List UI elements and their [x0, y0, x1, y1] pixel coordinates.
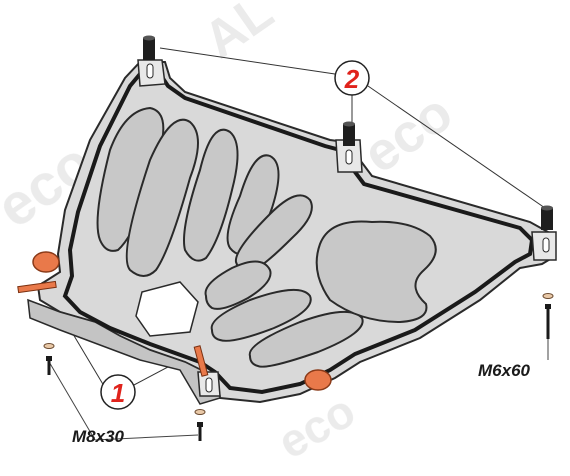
bolt-center-icon: [197, 422, 203, 441]
callout-1: 1: [100, 374, 136, 410]
bolt-right-icon: [545, 304, 551, 339]
washer-center-icon: [194, 409, 206, 415]
svg-text:eco: eco: [352, 82, 463, 185]
callout-1-number: 1: [111, 378, 125, 408]
bolt-left-icon: [46, 356, 52, 375]
callout-2-number: 2: [344, 64, 360, 94]
bolt-size-label-left: M8x30: [72, 427, 125, 446]
washer-left-icon: [43, 343, 55, 349]
bracket-icon: [193, 345, 209, 377]
fasteners: [43, 293, 554, 441]
callout-2-leaders: [159, 47, 546, 209]
spacer-icon: [343, 121, 355, 146]
pad-icon: [304, 369, 332, 391]
skid-plate: [27, 59, 557, 405]
pad-icon: [32, 251, 60, 273]
spacer-icon: [143, 35, 155, 60]
mounting-slots: [146, 63, 550, 393]
washer-right-icon: [542, 293, 554, 299]
plate-cutout: [135, 281, 199, 337]
bolt-size-label-right: M6x60: [478, 361, 531, 380]
spacer-icon: [541, 205, 553, 230]
brackets: [17, 280, 209, 377]
callout-2: 2: [334, 60, 370, 96]
orange-pads: [32, 251, 332, 391]
plate-ribs: [96, 106, 437, 368]
bracket-icon: [17, 280, 57, 294]
spacer-bushings: [143, 35, 553, 230]
